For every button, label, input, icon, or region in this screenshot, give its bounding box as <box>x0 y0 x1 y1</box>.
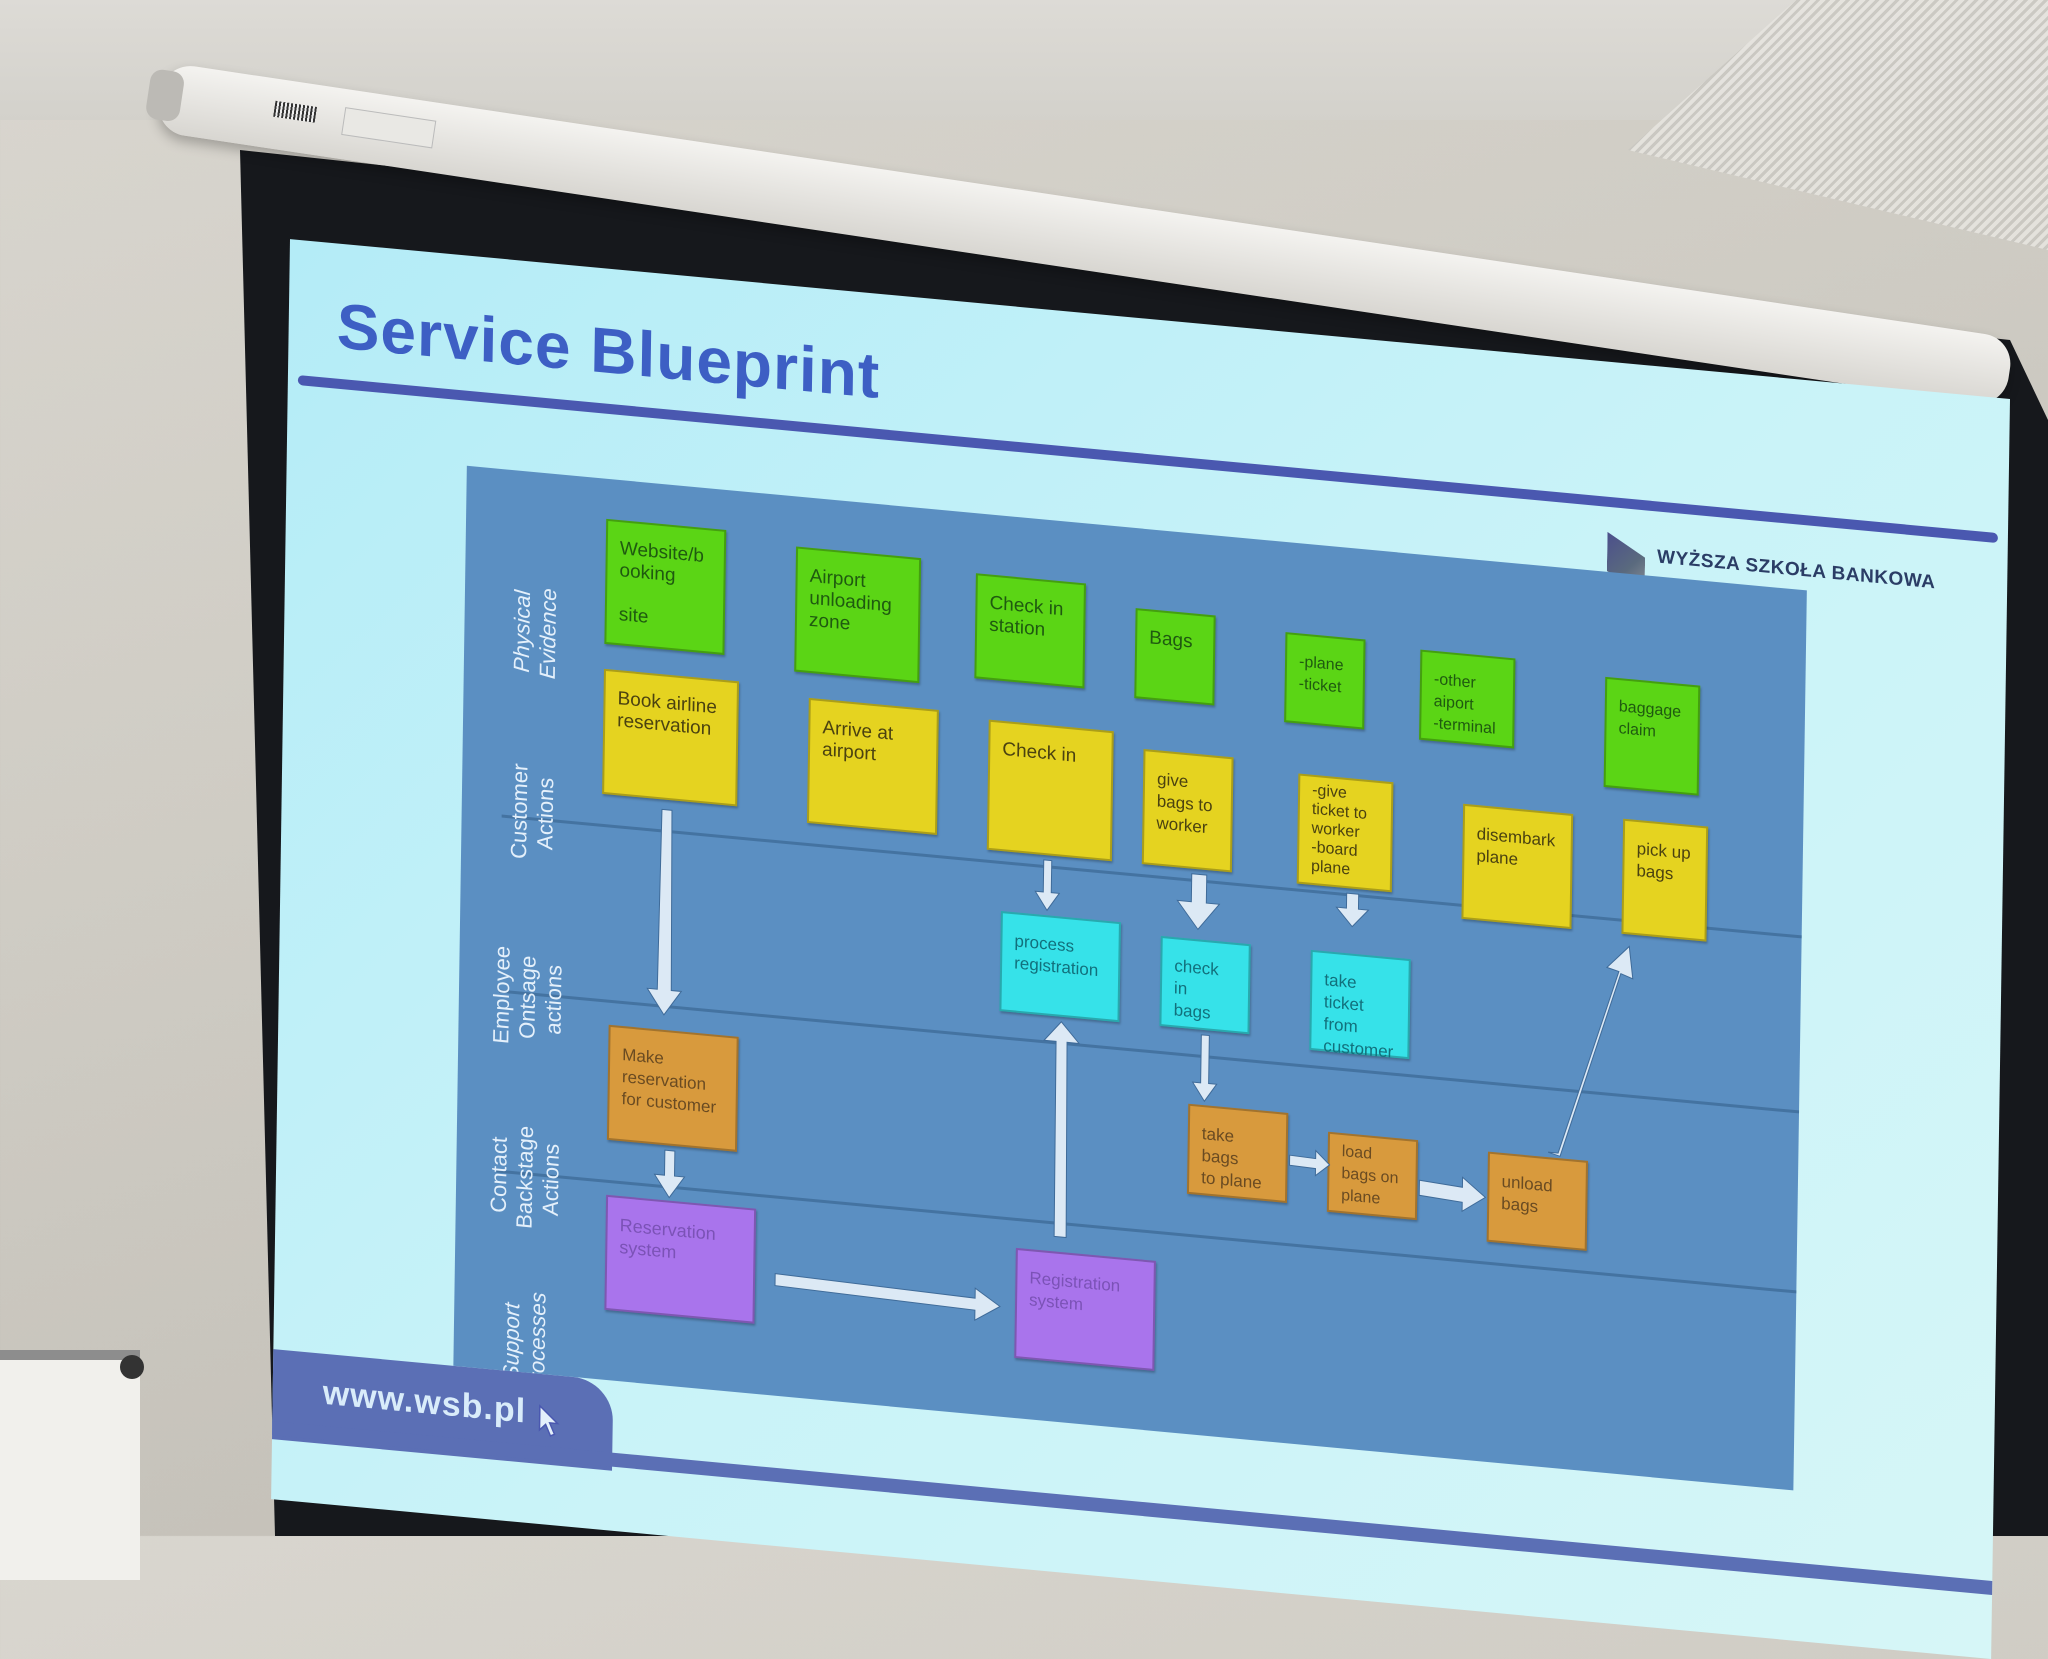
housing-end-cap <box>144 68 186 123</box>
whiteboard-edge <box>0 1350 140 1580</box>
arrow-registration-up <box>1042 1021 1081 1239</box>
arrow-checkin-down <box>1034 859 1061 912</box>
info-sticker <box>341 107 437 149</box>
arrow-backstage-to-support <box>653 1149 686 1199</box>
slide: Service Blueprint WYŻSZA SZKOŁA BANKOWA … <box>271 239 2011 1659</box>
arrow-reservation-down <box>646 808 683 1016</box>
arrow-unload-to-pickup <box>1547 945 1634 1157</box>
arrow-give-ticket-down <box>1335 892 1370 928</box>
mouse-cursor-icon <box>538 1404 560 1437</box>
arrow-reservation-to-registration <box>774 1273 1001 1322</box>
whiteboard-knob <box>120 1355 144 1379</box>
arrow-give-bags-down <box>1176 873 1221 931</box>
service-blueprint-board: Physical Evidence Customer Actions Emplo… <box>453 465 1807 1491</box>
arrow-take-to-load <box>1289 1149 1331 1177</box>
barcode-sticker <box>273 100 318 123</box>
arrow-checkin-bags-down <box>1191 1034 1218 1103</box>
flow-arrows <box>646 808 1634 1322</box>
arrow-load-to-unload <box>1418 1176 1487 1213</box>
